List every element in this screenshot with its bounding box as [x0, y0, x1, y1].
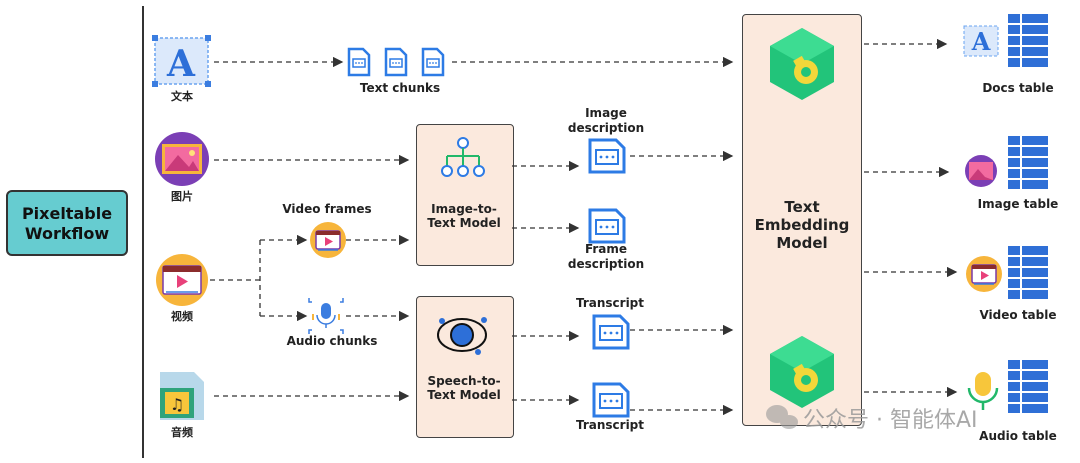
image-description-line2: description — [567, 121, 645, 135]
image-description-label: Image description — [566, 106, 646, 136]
frame-description-icon — [588, 208, 626, 244]
svg-text:♫: ♫ — [170, 395, 184, 414]
svg-text:A: A — [971, 27, 991, 56]
transcript-audio-icon — [592, 382, 630, 418]
text-chunks-label: Text chunks — [359, 81, 441, 95]
transcript-video-icon — [592, 314, 630, 350]
text-chunk-doc-icon-1 — [347, 47, 371, 77]
audio-table-label: Audio table — [979, 429, 1057, 443]
letter-a-icon: A — [152, 35, 211, 87]
image-to-text-model-label: Image-to- Text Model — [416, 202, 512, 230]
frame-description-line2: description — [567, 257, 645, 271]
speech-to-text-model-label: Speech-to- Text Model — [416, 374, 512, 402]
embedding-gem-icon-bottom — [770, 336, 834, 408]
frame-description-line1: Frame — [584, 242, 628, 256]
video-frames-icon — [309, 221, 347, 259]
image-input-label: 图片 — [171, 190, 193, 203]
transcript-video-label: Transcript — [575, 296, 645, 310]
transcript-audio-label: Transcript — [575, 418, 645, 432]
frame-description-label: Frame description — [566, 242, 646, 272]
video-table-label: Video table — [979, 308, 1057, 322]
workflow-title-line2: Workflow — [24, 224, 110, 243]
audio-input-label: 音频 — [171, 426, 193, 439]
workflow-title-box: Pixeltable Workflow — [6, 190, 128, 256]
text-chunk-doc-icon-2 — [384, 47, 408, 77]
embedding-gem-icon-top — [770, 28, 834, 100]
video-table-icon — [965, 246, 1048, 299]
text-input-label: 文本 — [171, 90, 193, 103]
text-chunk-doc-icon-3 — [421, 47, 445, 77]
image-description-line1: Image — [585, 106, 627, 120]
music-file-icon: ♫ — [160, 372, 204, 420]
audio-chunks-label: Audio chunks — [286, 334, 378, 348]
video-input-icon — [156, 254, 208, 306]
hierarchy-icon — [441, 137, 485, 177]
embedding-line2: Embedding — [754, 216, 850, 234]
picture-icon — [155, 132, 209, 186]
image-to-text-line1: Image-to- — [431, 202, 497, 216]
image-description-icon — [588, 138, 626, 174]
docs-table-icon: A — [963, 14, 1048, 67]
wechat-icon — [766, 405, 798, 429]
embedding-line1: Text — [784, 198, 820, 216]
speech-to-text-line1: Speech-to- — [427, 374, 501, 388]
audio-table-icon — [967, 360, 1048, 413]
microphone-icon — [308, 298, 344, 334]
speech-to-text-line2: Text Model — [427, 388, 501, 402]
image-table-label: Image table — [977, 197, 1059, 211]
video-input-label: 视频 — [171, 310, 193, 323]
svg-text:A: A — [166, 43, 196, 85]
watermark-label: 公众号 · 智能体AI — [803, 408, 978, 433]
watermark-text: 公众号 · 智能体AI — [765, 402, 978, 434]
video-frames-label: Video frames — [282, 202, 372, 216]
embedding-line3: Model — [776, 234, 828, 252]
text-embedding-model-label: Text Embedding Model — [742, 198, 862, 252]
orbit-icon — [437, 317, 487, 355]
image-to-text-line2: Text Model — [427, 216, 501, 230]
workflow-title-line1: Pixeltable — [21, 204, 113, 223]
divider-line — [142, 6, 144, 458]
image-table-icon — [965, 136, 1048, 189]
docs-table-label: Docs table — [982, 81, 1054, 95]
